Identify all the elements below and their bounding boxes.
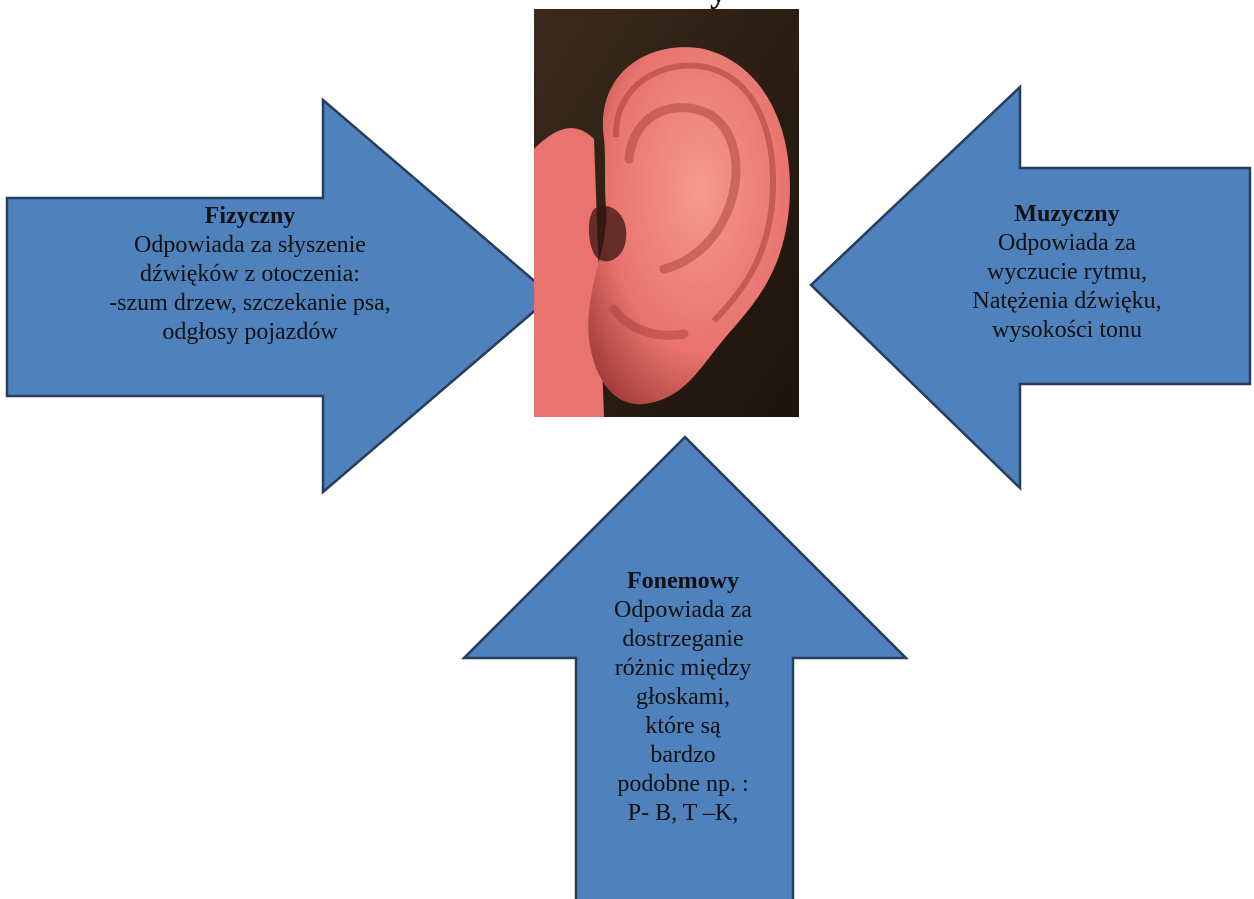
arrow-bottom-line-6: bardzo [568, 741, 798, 770]
arrow-bottom-line-2: dostrzeganie [568, 625, 798, 654]
arrow-left-line-3: -szum drzew, szczekanie psa, [30, 289, 470, 318]
arrow-right-label: Muzyczny Odpowiada za wyczucie rytmu, Na… [928, 200, 1206, 345]
arrow-bottom-line-1: Odpowiada za [568, 596, 798, 625]
arrow-bottom-line-7: podobne np. : [568, 770, 798, 799]
neck-skin [534, 128, 604, 417]
ear-photo-icon [534, 9, 799, 417]
arrow-right-line-1: Odpowiada za [928, 229, 1206, 258]
arrow-bottom-line-5: które są [568, 712, 798, 741]
arrow-left-label: Fizyczny Odpowiada za słyszenie dźwięków… [30, 202, 470, 347]
arrow-left-line-4: odgłosy pojazdów [30, 318, 470, 347]
ear-photo [534, 9, 799, 417]
arrow-right-title: Muzyczny [928, 200, 1206, 229]
arrow-bottom-line-8: P- B, T –K, [568, 799, 798, 828]
arrow-right-line-4: wysokości tonu [928, 316, 1206, 345]
arrow-left-title: Fizyczny [30, 202, 470, 231]
arrow-right-line-3: Natężenia dźwięku, [928, 287, 1206, 316]
arrow-bottom-line-3: różnic między [568, 654, 798, 683]
arrow-left-line-2: dźwięków z otoczenia: [30, 260, 470, 289]
arrow-bottom-title: Fonemowy [568, 567, 798, 596]
arrow-right-line-2: wyczucie rytmu, [928, 258, 1206, 287]
arrow-bottom-line-4: głoskami, [568, 683, 798, 712]
arrow-bottom-label: Fonemowy Odpowiada za dostrzeganie różni… [568, 567, 798, 828]
arrow-left-line-1: Odpowiada za słyszenie [30, 231, 470, 260]
